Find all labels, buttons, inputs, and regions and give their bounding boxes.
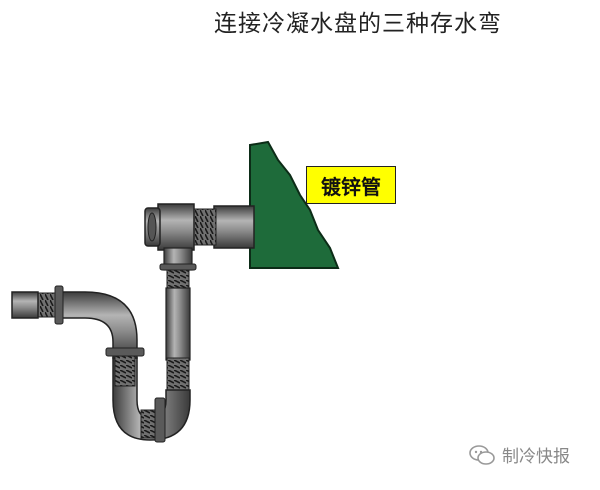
top-pipe-stub (213, 205, 255, 249)
wechat-icon (469, 444, 495, 465)
outlet-pipe (11, 291, 39, 319)
riser-pipe (165, 287, 191, 361)
upper-thread (166, 269, 190, 291)
galvanized-pipe-label: 镀锌管 (306, 166, 396, 204)
top-pipe-thread (191, 208, 217, 246)
tee-fitting (157, 203, 195, 251)
watermark: 制冷快报 (468, 442, 570, 467)
lower-thread (166, 357, 190, 391)
left-vertical-thread (114, 355, 136, 387)
page-title: 连接冷凝水盘的三种存水弯 (214, 11, 502, 37)
drain-pan-wall (249, 140, 340, 269)
watermark-text: 制冷快报 (502, 447, 570, 467)
left-elbow (61, 291, 138, 359)
